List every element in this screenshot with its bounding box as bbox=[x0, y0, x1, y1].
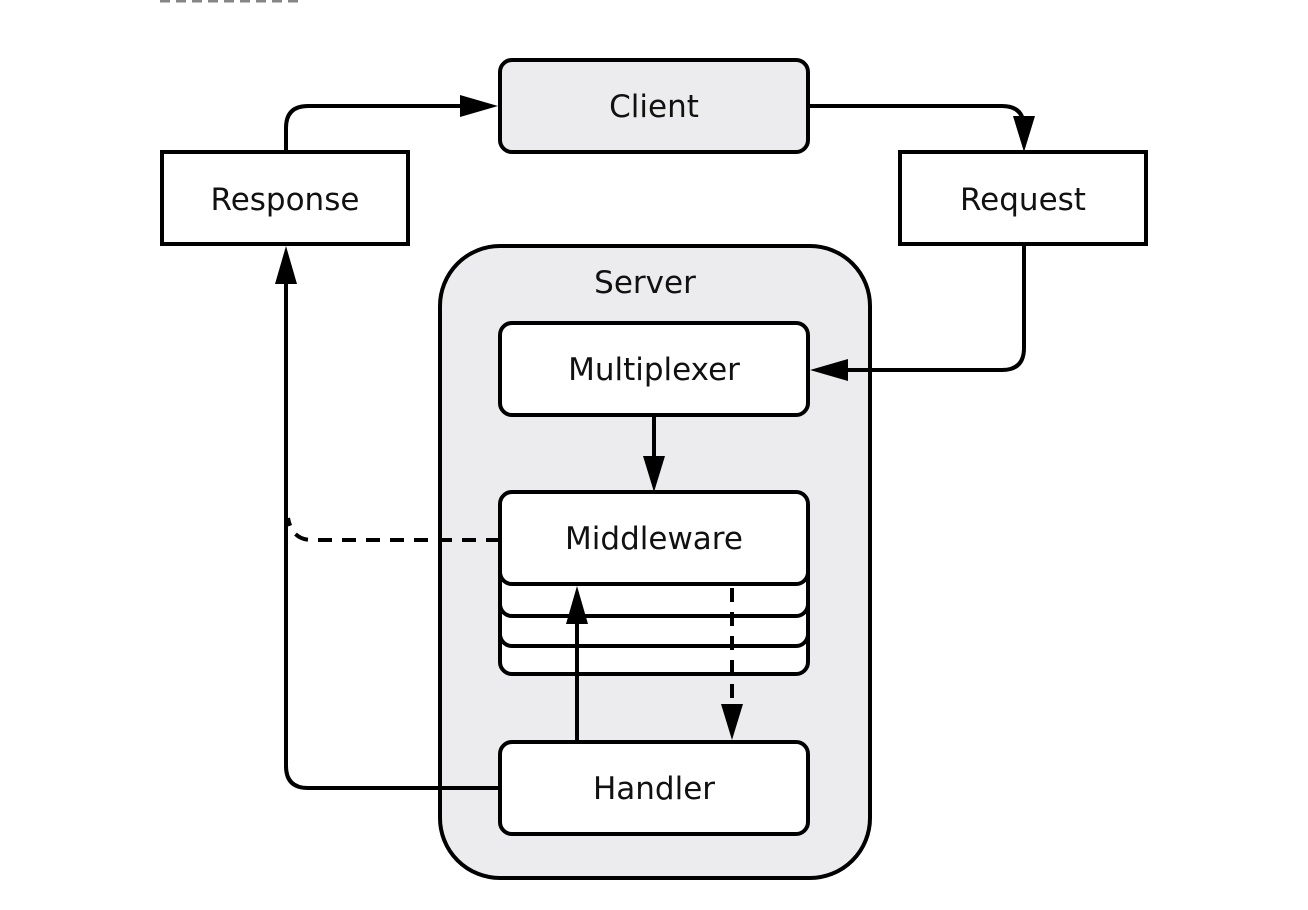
arrowhead-into-response bbox=[275, 246, 297, 284]
middleware-label: Middleware bbox=[565, 521, 743, 557]
multiplexer-label: Multiplexer bbox=[568, 352, 740, 388]
edge-client-to-request bbox=[808, 104, 1026, 129]
client-box bbox=[498, 58, 810, 154]
edge-response-to-client bbox=[284, 104, 468, 152]
response-label: Response bbox=[211, 182, 360, 218]
response-box bbox=[160, 150, 410, 246]
middleware-box bbox=[498, 490, 810, 586]
edge-middleware-to-response bbox=[286, 517, 500, 542]
handler-label: Handler bbox=[593, 771, 715, 807]
server-label: Server bbox=[594, 265, 696, 301]
arrowhead-into-multiplexer bbox=[810, 359, 848, 381]
arrowhead-into-client bbox=[460, 95, 498, 117]
arrowhead-into-middleware bbox=[643, 456, 665, 492]
handler-box bbox=[498, 740, 810, 836]
edge-handler-to-response bbox=[284, 284, 500, 790]
request-label: Request bbox=[960, 182, 1086, 218]
client-label: Client bbox=[609, 89, 699, 125]
multiplexer-box bbox=[498, 321, 810, 417]
arrowhead-into-handler bbox=[721, 704, 743, 740]
edge-request-to-multiplexer bbox=[845, 244, 1026, 372]
request-box bbox=[898, 150, 1148, 246]
arrowhead-back-into-middleware bbox=[566, 586, 588, 624]
arrowhead-into-request bbox=[1013, 116, 1035, 152]
